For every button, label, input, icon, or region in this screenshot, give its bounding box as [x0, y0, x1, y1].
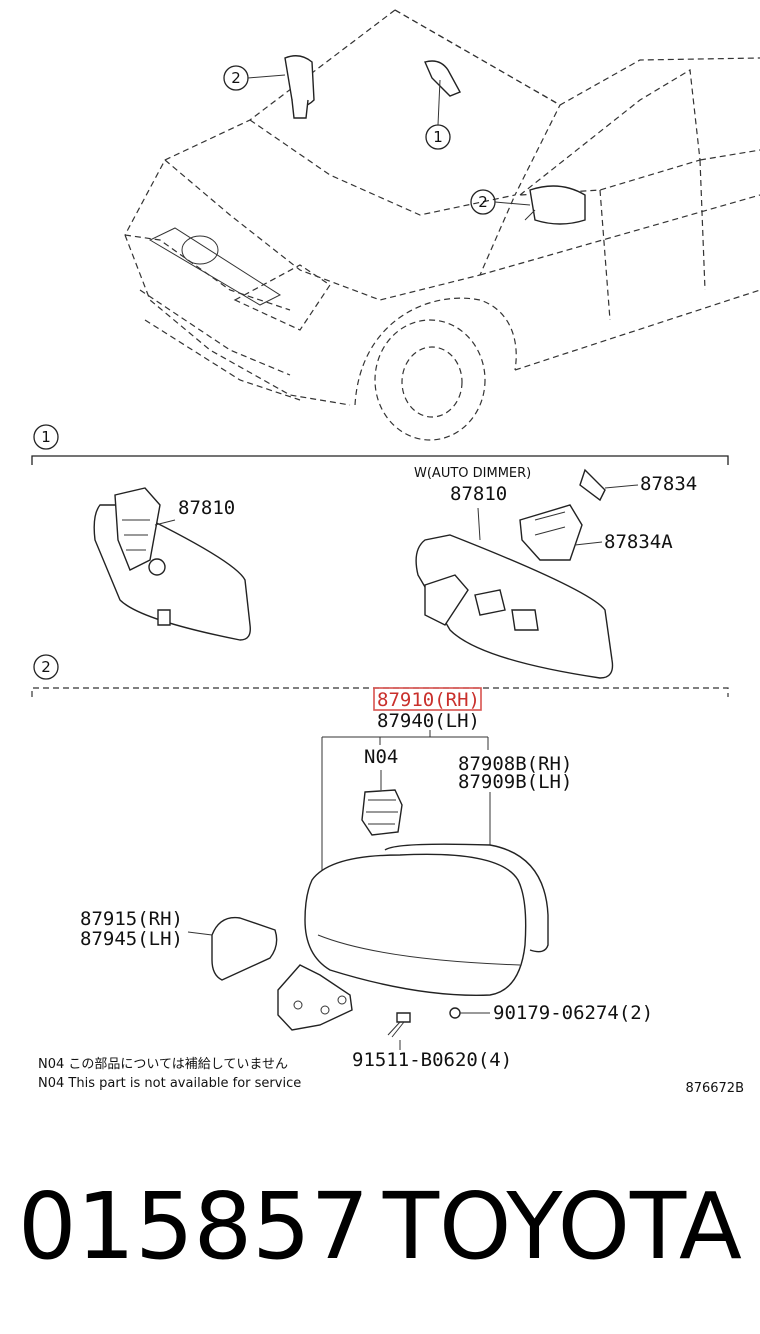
screw-number: 90179-06274(2) — [493, 1002, 653, 1024]
footer-brand: TOYOTA — [382, 1173, 742, 1280]
part-number-highlight — [373, 687, 482, 711]
car-illustration — [124, 9, 760, 441]
bolt-number: 91511-B0620(4) — [352, 1049, 512, 1071]
cover-rh-number: 87915(RH) — [80, 908, 183, 930]
cover-lh-number: 87945(LH) — [80, 928, 183, 950]
part-number-label: 87810 — [178, 497, 235, 519]
screw — [449, 1007, 490, 1019]
glass-lh-number: 87909B(LH) — [458, 771, 572, 793]
callout-label: 1 — [433, 128, 443, 146]
mirror-cover — [519, 468, 639, 561]
part-number-label: 87810 — [450, 483, 507, 505]
variant-note: W(AUTO DIMMER) — [414, 466, 531, 481]
outside-mirror-rh-number[interactable]: 87910(RH) — [377, 689, 480, 711]
part-number-label: 87834 — [640, 473, 697, 495]
mirror-base — [277, 964, 353, 1031]
bolt — [387, 1012, 411, 1050]
glass-rh-number: 87908B(RH) — [458, 753, 572, 775]
callout-mirror-clip: 1 — [425, 79, 451, 150]
callout-mirror-inside: 2 — [223, 65, 286, 91]
inner-mirror-standard — [93, 487, 251, 641]
callout-label: 2 — [231, 69, 241, 87]
note-english: N04 This part is not available for servi… — [38, 1076, 301, 1091]
section-number: 2 — [41, 658, 51, 676]
part-number-label: 87834A — [604, 531, 673, 553]
outside-mirror-lh-number: 87940(LH) — [377, 710, 480, 732]
motor-number: N04 — [364, 746, 398, 768]
callout-label: 2 — [478, 193, 488, 211]
section-2-marker: 2 — [33, 654, 59, 680]
diagram-code: 876672B — [685, 1081, 744, 1096]
callout-mirror-outside: 2 — [470, 189, 531, 215]
leader-bracket — [321, 730, 489, 870]
mirror-motor — [361, 770, 403, 836]
note-japanese: N04 この部品については補給していません — [38, 1057, 288, 1072]
mirror-housing — [304, 853, 527, 996]
inner-mirror-auto-dimmer — [415, 507, 614, 679]
mirror-cover-lower — [187, 916, 278, 981]
section-2-bracket — [31, 687, 729, 697]
footer-part-number: 015857 — [18, 1173, 369, 1280]
section-1-bracket — [31, 455, 729, 465]
section-number: 1 — [41, 428, 51, 446]
section-1-marker: 1 — [33, 424, 59, 450]
